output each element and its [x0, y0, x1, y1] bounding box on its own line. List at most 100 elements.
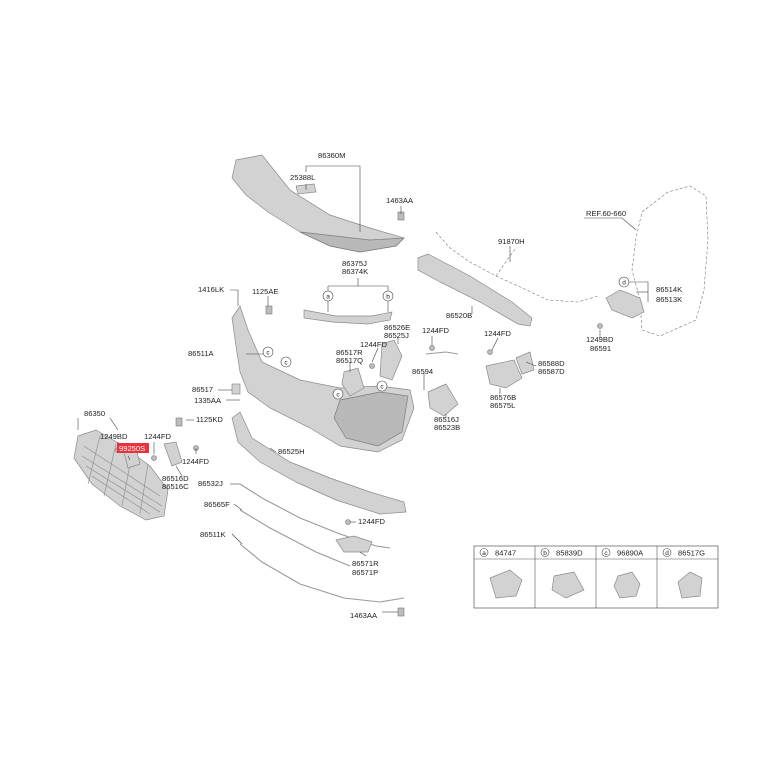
- bumper-beam-part: [417, 253, 533, 327]
- svg-text:86517G: 86517G: [678, 549, 705, 558]
- callout: 86516J: [434, 415, 459, 424]
- callout: 86511A: [188, 349, 215, 358]
- moulding-86532J: [239, 483, 391, 549]
- clip-96890A-icon: [613, 571, 641, 599]
- side-bracket-part: [605, 289, 645, 319]
- callout: REF.60-660: [586, 209, 626, 218]
- callout: 86375J: [342, 259, 367, 268]
- legend-cell-d: d 86517G: [662, 548, 705, 599]
- wiring-harness-branch: [495, 247, 517, 277]
- grille-mesh: [81, 435, 163, 515]
- svg-text:d: d: [665, 550, 669, 557]
- callout: 86516D: [162, 474, 189, 483]
- strip-86511K: [239, 543, 405, 603]
- legend-cell-b: b 85839D: [540, 548, 585, 599]
- clip-85839D-icon: [551, 571, 585, 599]
- callout: 1249BD: [586, 335, 614, 344]
- moulding-86565F: [239, 509, 351, 567]
- callout: 1416LK: [198, 285, 224, 294]
- circle-marker-d: d: [618, 276, 630, 288]
- svg-text:b: b: [386, 294, 390, 301]
- circle-marker-c4: c: [376, 380, 388, 392]
- leader-lines: [77, 165, 649, 613]
- svg-text:b: b: [543, 550, 547, 557]
- callout: 86571P: [352, 568, 378, 577]
- svg-text:c: c: [284, 360, 288, 367]
- reflector-part: [335, 535, 373, 553]
- callout: 1463AA: [386, 196, 414, 205]
- callout: 86513K: [656, 295, 682, 304]
- callout: 1335AA: [194, 396, 222, 405]
- callout: 86525H: [278, 447, 305, 456]
- callout: 1249BD: [100, 432, 128, 441]
- circle-marker-c3: c: [332, 388, 344, 400]
- wire-86594: [425, 351, 459, 355]
- callout: 86520B: [446, 311, 472, 320]
- callout: 1125AE: [252, 287, 278, 296]
- bolt-icons: [115, 211, 603, 617]
- callout: 1244FD: [144, 432, 172, 441]
- svg-text:96890A: 96890A: [617, 549, 644, 558]
- callout-labels: 86360M 25388L 1463AA 91870H REF.60-660 8…: [84, 151, 682, 620]
- bracket-86576B: [485, 359, 523, 389]
- svg-text:d: d: [622, 280, 626, 287]
- callout: 86360M: [318, 151, 345, 160]
- callout: 1463AA: [350, 611, 378, 620]
- callout: 1244FD: [360, 340, 388, 349]
- callout: 86374K: [342, 267, 368, 276]
- lip-part: [303, 309, 393, 325]
- callout: 1244FD: [484, 329, 512, 338]
- callout: 86588D: [538, 359, 565, 368]
- callout: 86517R: [336, 348, 363, 357]
- undercover-shade: [299, 231, 405, 253]
- legend-cell-a: a 84747: [479, 548, 523, 599]
- callout: 86591: [590, 344, 611, 353]
- svg-text:a: a: [326, 294, 330, 301]
- svg-text:a: a: [482, 550, 486, 557]
- callout: 86571R: [352, 559, 379, 568]
- highlighted-part-label: 99250S: [117, 443, 149, 453]
- callout: 86575L: [490, 401, 515, 410]
- svg-text:99250S: 99250S: [119, 444, 145, 453]
- callout: 86517: [192, 385, 213, 394]
- svg-text:c: c: [266, 350, 270, 357]
- callout: 86517Q: [336, 356, 363, 365]
- svg-text:84747: 84747: [495, 549, 516, 558]
- callout: 25388L: [290, 173, 315, 182]
- bracket-86516J: [427, 383, 459, 417]
- svg-text:c: c: [336, 392, 340, 399]
- bracket-86516D: [163, 441, 183, 467]
- clip-84747-icon: [489, 569, 523, 599]
- legend-cell-c: c 96890A: [601, 548, 644, 599]
- clip-86517G-icon: [677, 571, 703, 599]
- callout: 86511K: [200, 530, 226, 539]
- fender-part: [639, 185, 709, 337]
- bracket-86526E: [379, 339, 403, 381]
- clip-86517: [231, 383, 241, 395]
- circle-marker-c1: c: [262, 346, 274, 358]
- callout: 86532J: [198, 479, 223, 488]
- svg-text:85839D: 85839D: [556, 549, 583, 558]
- lower-panel-part: [231, 411, 407, 515]
- svg-text:c: c: [380, 384, 384, 391]
- wiring-harness-part: [435, 231, 599, 303]
- callout: 1244FD: [358, 517, 386, 526]
- callout: 86576B: [490, 393, 516, 402]
- callout: 1244FD: [422, 326, 450, 335]
- callout: 86526E: [384, 323, 410, 332]
- bracket-86588D: [515, 351, 535, 375]
- callout: 1125KD: [196, 415, 223, 424]
- circle-marker-a: a: [322, 290, 334, 302]
- callout: 86523B: [434, 423, 460, 432]
- callout: 86514K: [656, 285, 682, 294]
- fender-inner: [631, 211, 643, 301]
- callout: 86594: [412, 367, 433, 376]
- callout: 86350: [84, 409, 105, 418]
- callout: 86525J: [384, 331, 409, 340]
- bumper-cover-face: [333, 391, 409, 447]
- fastener-legend-table: a 84747 b 85839D c 96890A d 86517G: [473, 545, 719, 609]
- callout: 91870H: [498, 237, 525, 246]
- svg-text:c: c: [604, 550, 608, 557]
